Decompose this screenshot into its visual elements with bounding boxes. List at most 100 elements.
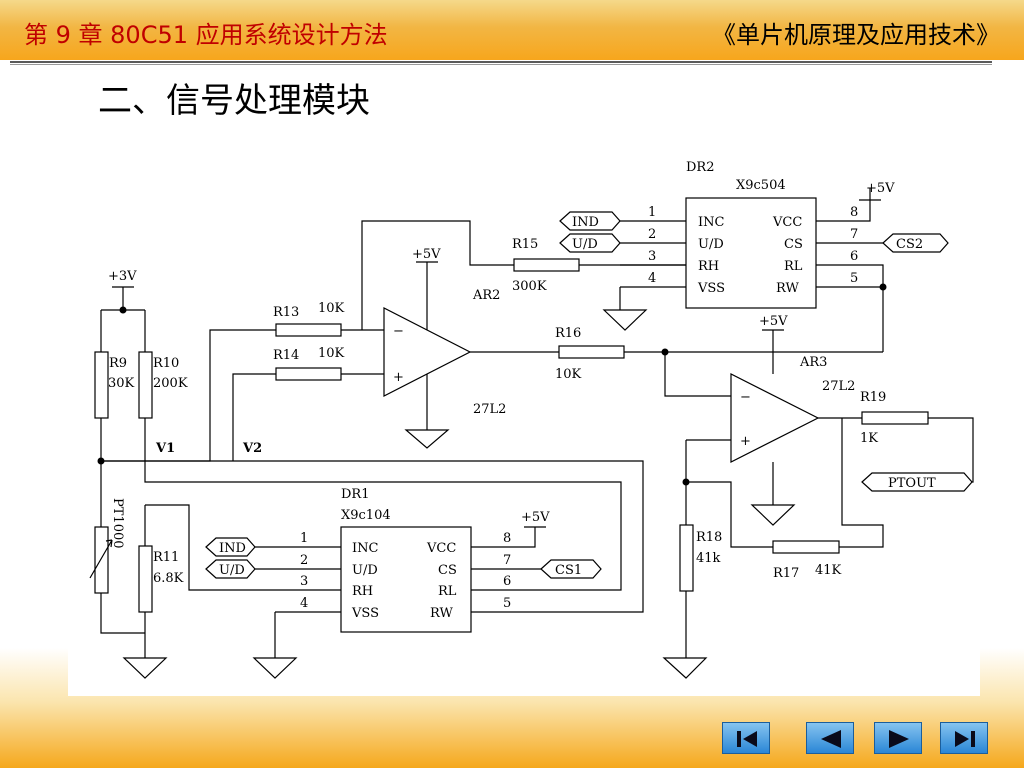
dr1-pin-rl: RL	[438, 584, 457, 599]
previous-page-button[interactable]	[806, 722, 854, 754]
dr2-label: DR2	[686, 160, 714, 175]
dr2-pin-rl: RL	[784, 259, 803, 274]
r19-label: R19	[860, 390, 886, 405]
ar2-plus-sign: +	[393, 370, 404, 385]
dr2-pin-num-2: 2	[648, 227, 656, 242]
dr1-pin-num-2: 2	[300, 553, 308, 568]
circuit-diagram: +3V R9 30K R10 200K V1 V2 PT1000 R11 6.8…	[68, 140, 980, 696]
dr2-part: X9c504	[736, 178, 786, 193]
r17-label: R17	[773, 566, 799, 581]
ptout-connector-shape	[861, 472, 973, 492]
ind-connector-label-dr1: IND	[219, 541, 246, 556]
r19-value: 1K	[860, 431, 878, 446]
dr1-pin-cs: CS	[438, 563, 457, 578]
dr1-label: DR1	[341, 487, 369, 502]
r17-value: 41K	[815, 563, 842, 578]
ar3-part: 27L2	[822, 379, 855, 394]
dr1-pin-ud: U/D	[352, 563, 378, 578]
previous-page-icon	[821, 730, 841, 748]
dr1-pin-vcc: VCC	[426, 541, 456, 556]
ud-connector-label: U/D	[572, 237, 598, 252]
dr1-pin-inc: INC	[352, 541, 379, 556]
r14-label: R14	[273, 348, 299, 363]
last-page-button[interactable]	[940, 722, 988, 754]
cs1-connector-shape	[540, 559, 602, 579]
r16-value: 10K	[555, 367, 582, 382]
dr2-pin-vss: VSS	[697, 281, 725, 296]
dr2-pin-inc: INC	[698, 215, 725, 230]
dr1-pin-num-1: 1	[300, 531, 308, 546]
circuit-schematic: +3V R9 30K R10 200K V1 V2 PT1000 R11 6.8…	[89, 160, 974, 679]
dr1-pin-num-4: 4	[300, 596, 308, 611]
dr1-part: X9c104	[341, 508, 391, 523]
ar3-plus-sign: +	[740, 434, 751, 449]
dr2-pin-num-4: 4	[648, 271, 656, 286]
ar2-label: AR2	[472, 288, 500, 303]
dr1-pin-num-6: 6	[503, 574, 511, 589]
dr2-pin-num-7: 7	[850, 227, 858, 242]
node-v2-label: V2	[242, 441, 262, 456]
dr1-supply-label: +5V	[521, 510, 550, 525]
r10-value: 200K	[153, 376, 188, 391]
r10-label: R10	[153, 356, 179, 371]
ar2-supply-label: +5V	[412, 247, 441, 262]
node-v1-label: V1	[155, 441, 175, 456]
header-bar	[0, 0, 1024, 60]
ind-connector-shape-dr1	[205, 537, 256, 557]
r18-value: 41k	[696, 551, 721, 566]
ptout-connector-label: PTOUT	[888, 476, 936, 491]
ud-connector-shape	[559, 233, 621, 253]
cs2-connector-label: CS2	[896, 237, 923, 252]
dr1-pin-num-5: 5	[503, 596, 511, 611]
dr1-pin-rw: RW	[430, 606, 454, 621]
r16-label: R16	[555, 326, 581, 341]
r18-label: R18	[696, 530, 722, 545]
dr2-pin-num-3: 3	[648, 249, 656, 264]
r11-value: 6.8K	[153, 571, 184, 586]
r13-value: 10K	[318, 301, 345, 316]
r9-value: 30K	[108, 376, 135, 391]
ar3-label: AR3	[799, 355, 827, 370]
ind-connector-label: IND	[572, 215, 599, 230]
first-page-button[interactable]	[722, 722, 770, 754]
dr2-pin-cs: CS	[784, 237, 803, 252]
next-page-button[interactable]	[874, 722, 922, 754]
ud-connector-shape-dr1	[205, 559, 256, 579]
next-page-icon	[889, 730, 909, 748]
r14-value: 10K	[318, 346, 345, 361]
dr2-pin-num-1: 1	[648, 205, 656, 220]
header-divider	[10, 61, 992, 63]
ar3-minus-sign: −	[740, 390, 751, 405]
ar2-minus-sign: −	[393, 324, 404, 339]
dr2-pin-num-8: 8	[850, 205, 858, 220]
dr1-pin-num-7: 7	[503, 553, 511, 568]
dr2-pin-num-5: 5	[850, 271, 858, 286]
cs2-connector-shape	[882, 233, 949, 253]
book-title: 《单片机原理及应用技术》	[712, 21, 1000, 49]
supply-3v-label: +3V	[108, 269, 137, 284]
r15-label: R15	[512, 237, 538, 252]
first-page-icon	[737, 731, 757, 747]
dr2-pin-num-6: 6	[850, 249, 858, 264]
chapter-title: 第 9 章 80C51 应用系统设计方法	[24, 21, 388, 49]
ind-connector-shape	[559, 211, 621, 231]
pt1000-label: PT1000	[110, 498, 125, 549]
r11-label: R11	[153, 550, 179, 565]
dr2-pin-vcc: VCC	[772, 215, 802, 230]
dr1-pin-num-3: 3	[300, 574, 308, 589]
dr1-pin-vss: VSS	[351, 606, 379, 621]
ar3-supply-label: +5V	[759, 314, 788, 329]
cs1-connector-label: CS1	[555, 563, 582, 578]
ud-connector-label-dr1: U/D	[219, 563, 245, 578]
dr2-pin-ud: U/D	[698, 237, 724, 252]
r13-label: R13	[273, 305, 299, 320]
dr1-pin-num-8: 8	[503, 531, 511, 546]
dr2-pin-rw: RW	[776, 281, 800, 296]
last-page-icon	[955, 731, 975, 747]
dr2-supply-label: +5V	[866, 181, 895, 196]
r15-value: 300K	[512, 279, 547, 294]
section-title: 二、信号处理模块	[98, 81, 370, 121]
dr1-pin-rh: RH	[352, 584, 373, 599]
header-divider-thin	[10, 64, 992, 65]
ar2-part: 27L2	[473, 402, 506, 417]
